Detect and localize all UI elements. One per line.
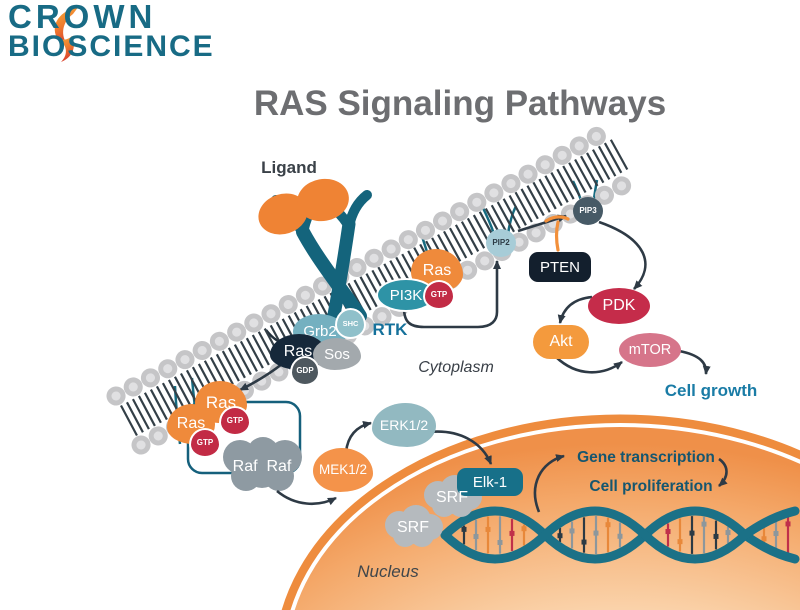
nucleus-shape [281,414,800,610]
pten-node: PTEN [529,252,591,282]
pdk-node: PDK [588,288,650,324]
logo-flame-icon [54,6,79,62]
ligand-icon [258,178,349,235]
shc-node: SHC [335,308,366,339]
pten-inhibition-icon [544,215,570,252]
sos-node: Sos [313,338,361,370]
gtp-pi3k-badge: GTP [423,280,455,310]
akt-node: Akt [533,325,589,359]
logo-line2: BIOSCIENCE [8,29,215,63]
crown-bioscience-logo: CROWN BIOSCIENCE [8,0,215,63]
logo-line1: CROWN [8,0,157,35]
mtor-node: mTOR [619,333,681,367]
cell-membrane [106,120,644,455]
srf-lower-cloud [385,505,443,547]
mek-node: MEK1/2 [313,448,373,492]
pip2-node: PIP2 [486,229,516,257]
gdp-badge: GDP [290,356,320,386]
raf-cloud [223,437,302,491]
pathway-arrows [239,214,728,513]
gtp-badge-2: GTP [189,428,221,458]
pip3-node: PIP3 [573,197,603,225]
erk-node: ERK1/2 [372,403,436,447]
dna-helix-icon [440,506,800,564]
gtp-badge-1: GTP [219,406,251,436]
elk1-node: Elk-1 [457,468,523,496]
